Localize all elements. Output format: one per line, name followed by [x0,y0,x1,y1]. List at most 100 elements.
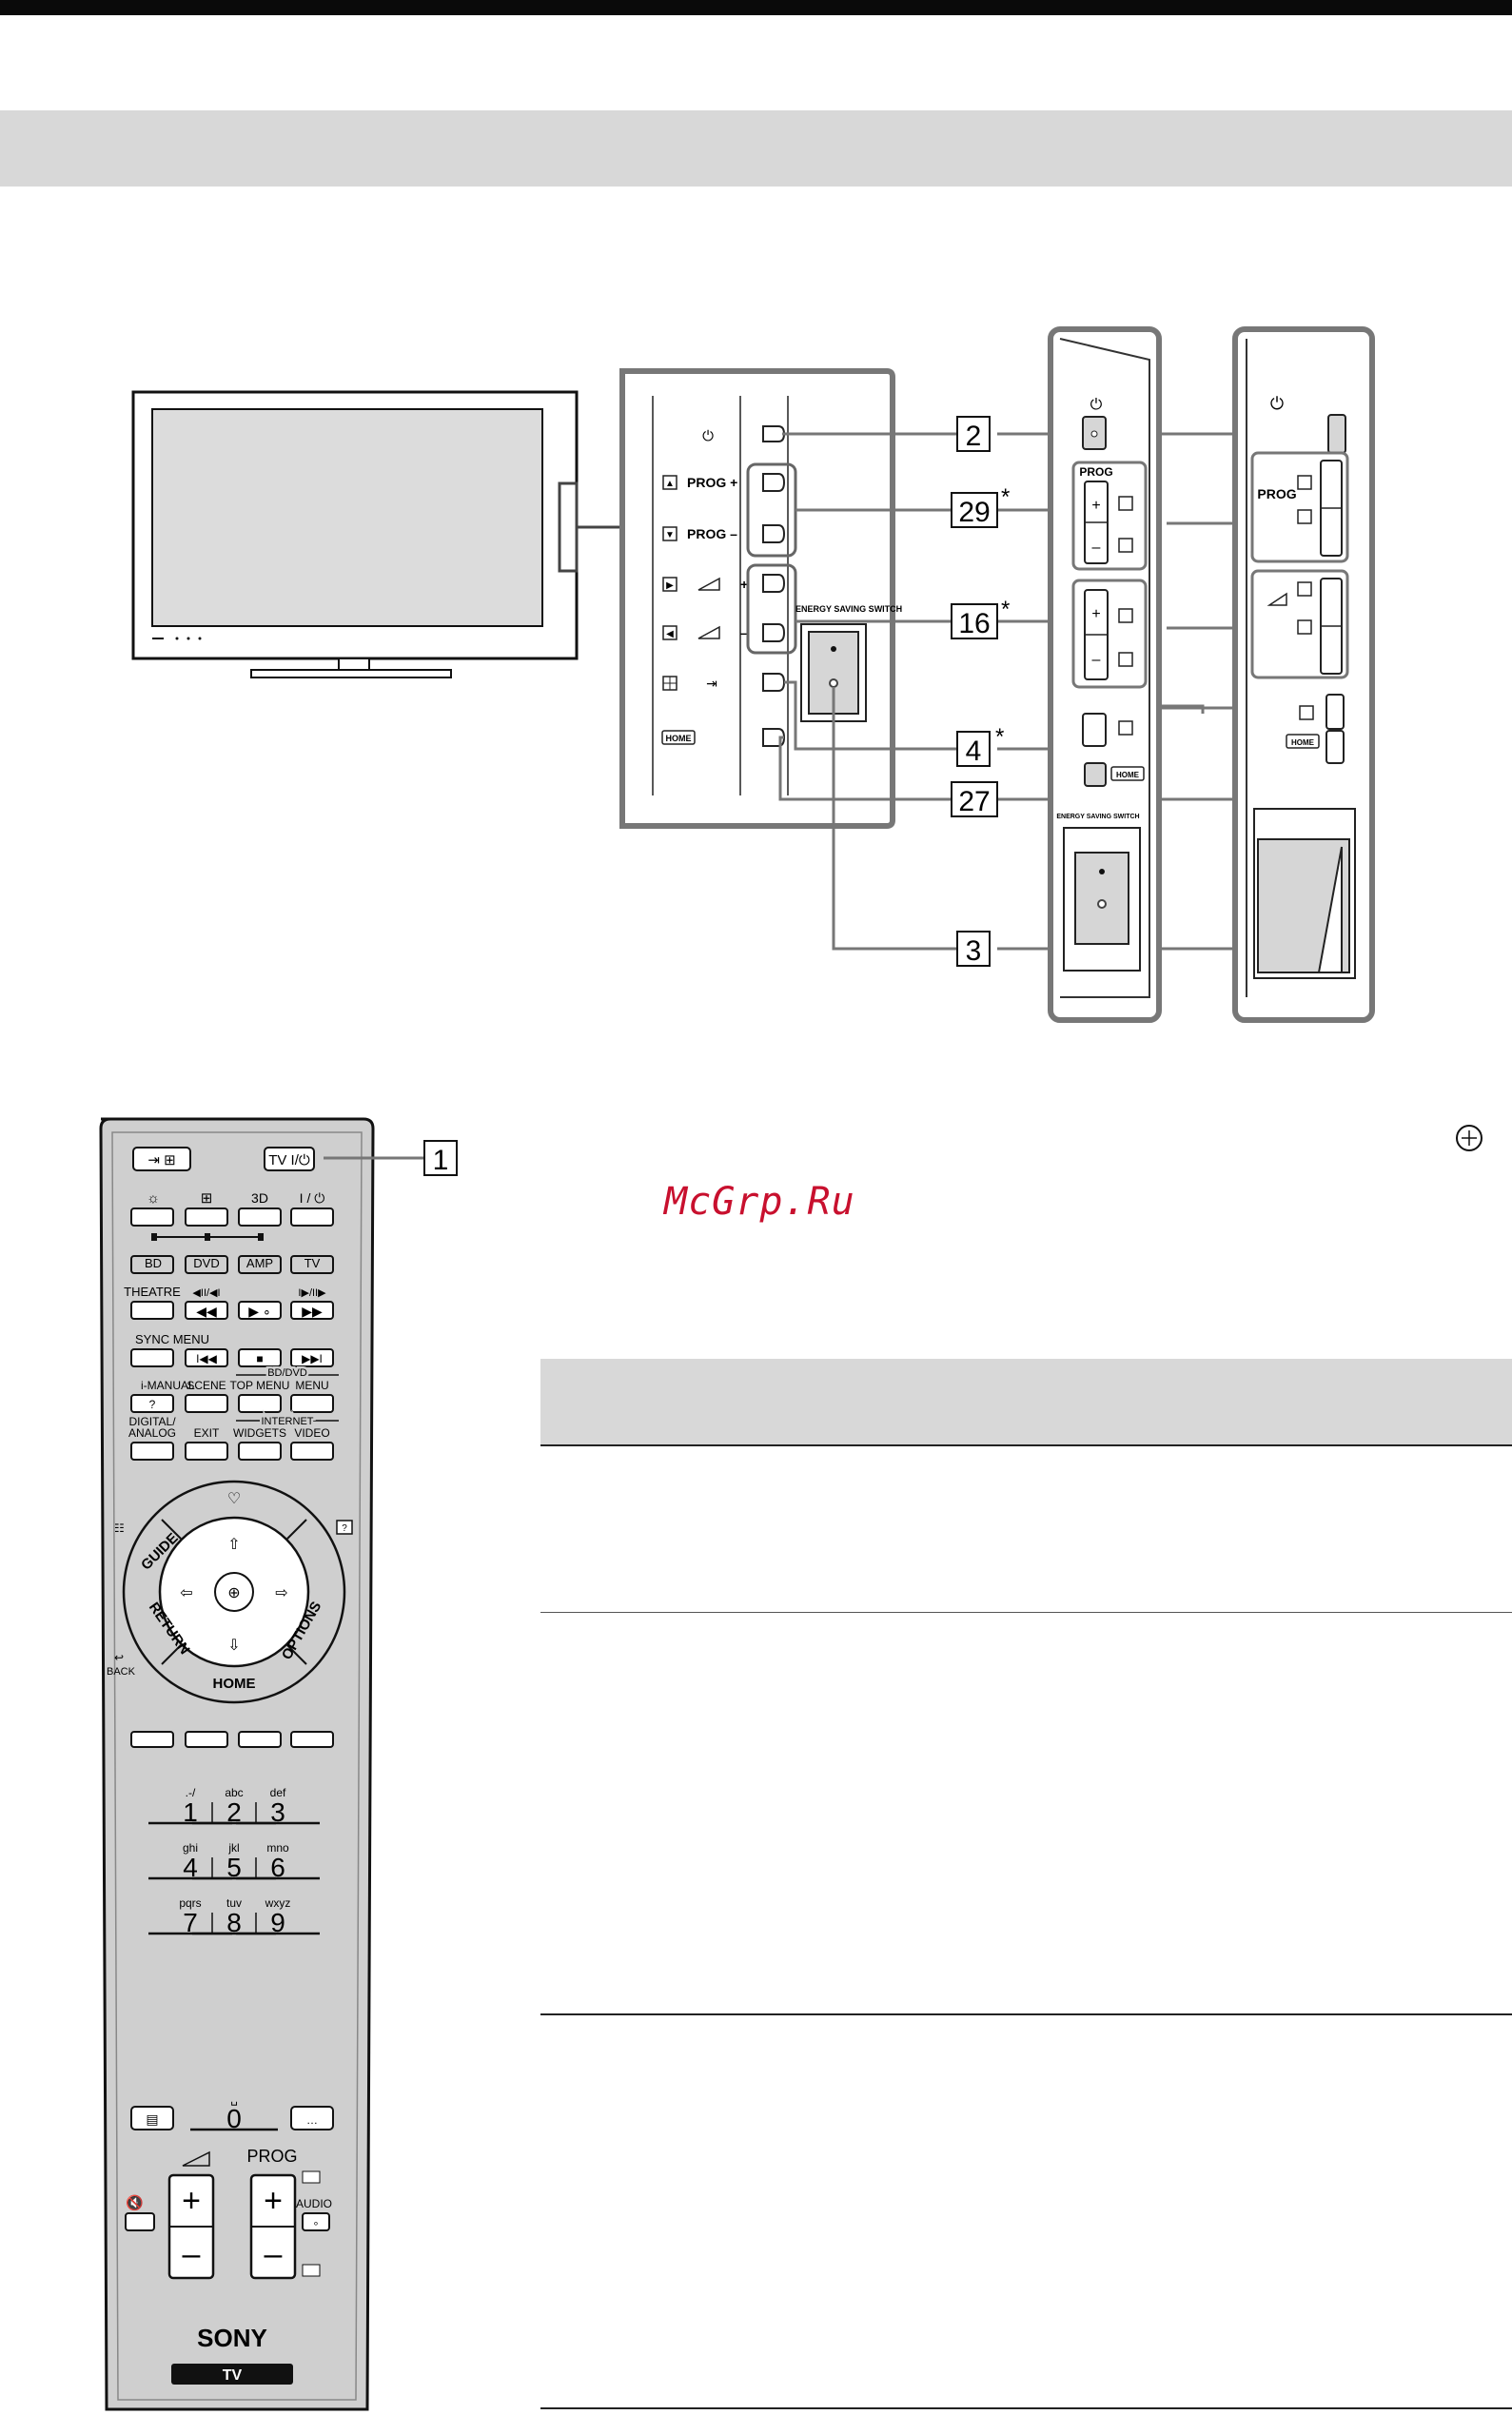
key-7[interactable]: 7 [183,1908,198,1937]
svg-text:*: * [995,724,1004,750]
tv-controls-diagram: ⏻ ▲ PROG + ▼ PROG – ▶ + ◀ – ⇥ HOME [131,326,1375,1023]
3d-button[interactable] [238,1208,282,1227]
svg-text:◀◀: ◀◀ [196,1304,217,1319]
previous-button[interactable] [185,1348,228,1367]
key-2-letters: abc [225,1786,243,1799]
svg-text:▼: ▼ [665,530,675,540]
scene-button[interactable] [185,1394,228,1413]
back-label: BACK [107,1666,136,1678]
blue-button[interactable] [290,1731,334,1748]
play-button[interactable] [238,1301,282,1320]
key-7-letters: pqrs [179,1896,201,1910]
yellow-button[interactable] [238,1731,282,1748]
power-label: I / ⏻ [300,1190,325,1206]
svg-text:⏻: ⏻ [702,428,714,444]
callout-box-2: 2 [956,416,991,452]
rewind-button[interactable] [185,1301,228,1320]
mute-button[interactable] [125,2212,155,2231]
menu-button[interactable] [290,1394,334,1413]
key-6-letters: mno [266,1841,289,1855]
svg-text:TV I/⏻: TV I/⏻ [268,1152,310,1168]
sync-menu-button[interactable] [130,1348,174,1367]
svg-text:TV: TV [223,2367,243,2384]
right-arrow-icon[interactable]: ⇨ [275,1585,287,1601]
volume-icon [182,2150,210,2167]
svg-text:◀: ◀ [666,629,674,639]
prog-label: PROG [246,2147,297,2166]
audio-button[interactable] [302,2212,330,2231]
table-header-row [540,1359,1512,1444]
amp-label: AMP [246,1256,273,1270]
down-arrow-icon[interactable]: ⇩ [227,1638,240,1654]
tv-button[interactable] [290,1255,334,1274]
key-5[interactable]: 5 [226,1853,242,1882]
table-rule-4 [540,2407,1512,2409]
page-down-icon [302,2264,321,2277]
subtitle-button[interactable] [290,2106,334,2130]
left-arrow-icon[interactable]: ⇦ [180,1585,192,1601]
key-1[interactable]: 1 [183,1797,198,1827]
widgets-label: WIDGETS [233,1426,286,1440]
key-0[interactable]: 0 [226,2104,242,2133]
page-up-icon [302,2170,321,2184]
stop-button[interactable] [238,1348,282,1367]
key-4-letters: ghi [183,1841,198,1855]
brightness-button[interactable] [130,1208,174,1227]
dvd-button[interactable] [185,1255,228,1274]
favourites-icon[interactable]: ♡ [227,1491,241,1507]
side-prog-plus-label: PROG + [687,475,737,490]
widgets-button[interactable] [238,1442,282,1461]
key-4[interactable]: 4 [183,1853,198,1882]
key-8[interactable]: 8 [226,1908,242,1937]
teletext-button[interactable] [130,2106,174,2130]
key-2[interactable]: 2 [226,1797,242,1827]
next-button[interactable] [290,1348,334,1367]
home-label[interactable]: HOME [213,1676,256,1692]
key-3-letters: def [270,1786,286,1799]
internet-label: INTERNET [262,1416,314,1427]
fast-forward-button[interactable] [290,1301,334,1320]
callout-box-4: 4 * [956,724,1004,767]
exit-button[interactable] [185,1442,228,1461]
audio-label: AUDIO [296,2197,332,2210]
svg-text:4: 4 [966,736,982,767]
up-arrow-icon[interactable]: ⇧ [227,1537,240,1553]
svg-text:▤: ▤ [146,2111,158,2127]
callout-box-27: 27 [951,781,998,817]
digital-analog-button[interactable] [130,1442,174,1461]
theatre-button[interactable] [130,1301,174,1320]
svg-text:I◀◀: I◀◀ [196,1352,218,1365]
key-9[interactable]: 9 [270,1908,285,1937]
svg-text:■: ■ [256,1352,263,1365]
power-button[interactable] [290,1208,334,1227]
svg-text:∘: ∘ [313,2218,320,2229]
input-button[interactable] [132,1147,191,1171]
svg-text:?: ? [342,1523,347,1534]
svg-text:⏻: ⏻ [1270,394,1284,413]
enter-circle-icon [1456,1125,1483,1151]
wide-button[interactable] [185,1208,228,1227]
guide-icon: ☷ [114,1522,125,1535]
bd-dvd-label: BD/DVD [267,1367,307,1379]
key-3[interactable]: 3 [270,1797,285,1827]
tv-power-button[interactable] [264,1147,315,1171]
top-menu-button[interactable] [238,1394,282,1413]
enter-button[interactable] [214,1572,254,1612]
video-button[interactable] [290,1442,334,1461]
bd-button[interactable] [130,1255,174,1274]
red-button[interactable] [130,1731,174,1748]
table-rule-2 [540,1612,1512,1613]
side-panel-variant-a: ⏻ PROG + – + – HOME ENERGY SAVING SWITCH [1048,326,1162,1023]
callout-lines [778,432,1342,951]
svg-text:*: * [1001,484,1010,510]
table-rule-1 [540,1444,1512,1446]
amp-button[interactable] [238,1255,282,1274]
top-rule [0,0,1512,15]
green-button[interactable] [185,1731,228,1748]
side-prog-minus-label: PROG – [687,526,737,541]
key-6[interactable]: 6 [270,1853,285,1882]
svg-text:3: 3 [966,935,982,967]
tv-badge [171,2364,293,2385]
i-manual-button[interactable] [130,1394,174,1413]
